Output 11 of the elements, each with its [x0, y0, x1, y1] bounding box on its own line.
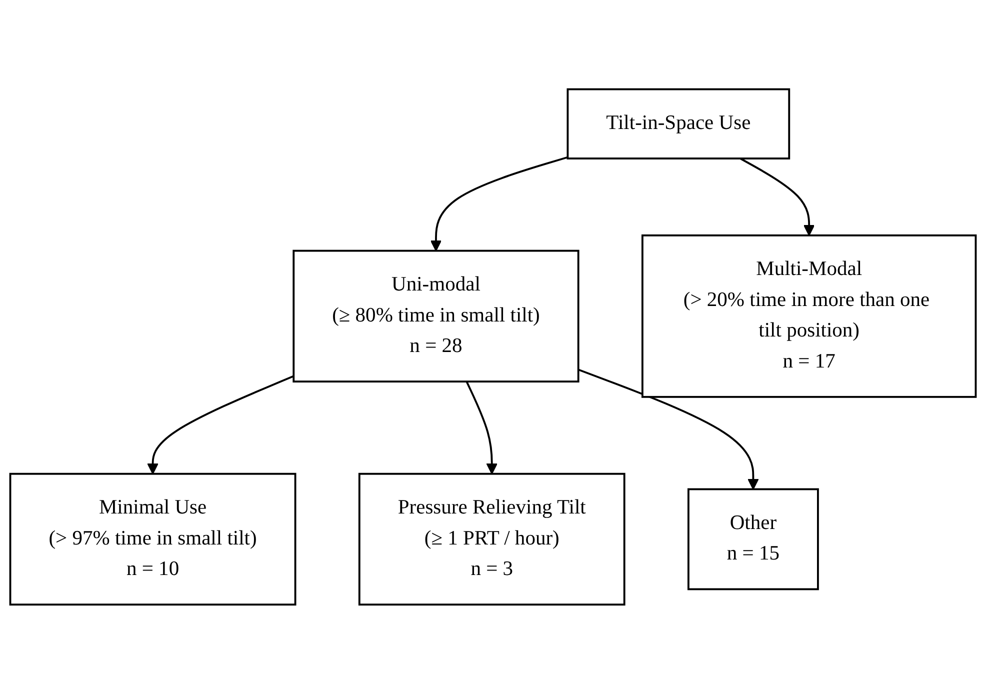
- arrow: [147, 375, 294, 474]
- node-box: Minimal Use (> 97% time in small tilt) n = 10: [9, 472, 296, 606]
- node-box: Uni-modal (≥ 80% time in small tilt) n = 28: [292, 250, 580, 383]
- arrow: [740, 158, 815, 236]
- node-box: Other n = 15: [687, 488, 819, 590]
- arrow: [430, 156, 568, 252]
- arrow: [466, 381, 498, 474]
- arrow: [578, 368, 759, 490]
- node-box: Multi-Modal (> 20% time in more than one tilt position) n = 17: [641, 234, 977, 398]
- node-box: Pressure Relieving Tilt (≥ 1 PRT / hour) n = 3: [358, 472, 626, 606]
- node-box: Tilt-in-Space Use: [566, 88, 790, 160]
